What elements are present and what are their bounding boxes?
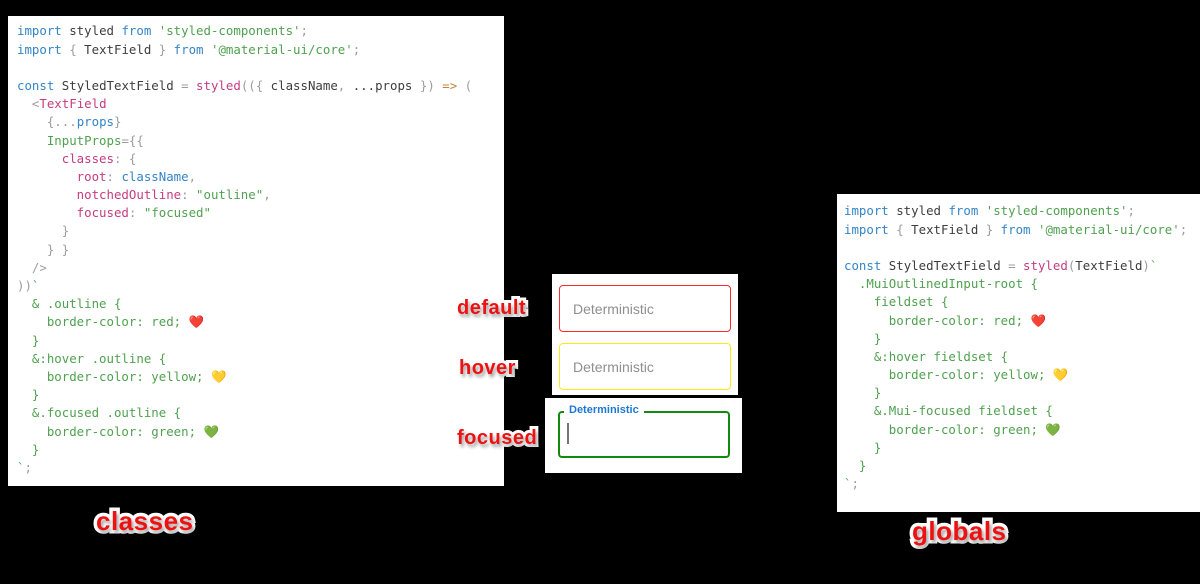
code-line: ))` <box>17 278 40 294</box>
code-line: root: className, <box>17 168 197 184</box>
annotation-default: default <box>454 294 529 322</box>
code-line: const StyledTextField = styled(({ classN… <box>17 77 473 93</box>
code-line: border-color: red; ❤️ <box>17 314 205 330</box>
code-line: border-color: green; 💚 <box>844 421 1061 437</box>
code-line: import styled from 'styled-components'; <box>844 203 1135 219</box>
code-line: &.focused .outline { <box>17 405 182 421</box>
code-line: import { TextField } from '@material-ui/… <box>844 221 1188 237</box>
textfield-hover-state[interactable] <box>559 343 731 390</box>
code-line <box>17 59 504 77</box>
code-line: classes: { <box>17 150 137 166</box>
code-line: &:hover .outline { <box>17 350 167 366</box>
textfield-default-state[interactable] <box>559 285 731 332</box>
code-panel-globals: import styled from 'styled-components'; i… <box>837 194 1200 513</box>
code-line: } <box>17 387 40 403</box>
code-line: focused: "focused" <box>17 205 211 221</box>
code-line: /> <box>17 259 47 275</box>
code-line: & .outline { <box>17 296 122 312</box>
code-line: `; <box>844 476 859 492</box>
code-line: } <box>17 223 70 239</box>
code-line: InputProps={{ <box>17 132 144 148</box>
code-line: border-color: yellow; 💛 <box>844 367 1069 383</box>
code-line: } <box>17 441 40 457</box>
code-line: .MuiOutlinedInput-root { <box>844 276 1038 292</box>
textfield-floating-label: Deterministic <box>564 404 644 417</box>
code-line: } <box>844 439 882 455</box>
annotation-hover: hover <box>456 354 518 382</box>
textfield-focused-state[interactable] <box>558 411 730 458</box>
code-line: <TextField <box>17 96 107 112</box>
code-line: fieldset { <box>844 294 949 310</box>
code-line: &:hover fieldset { <box>844 348 1009 364</box>
code-panel-classes: import styled from 'styled-components'; i… <box>8 16 504 487</box>
code-line: } } <box>17 241 70 257</box>
code-line <box>844 239 1200 257</box>
code-line: &.Mui-focused fieldset { <box>844 403 1053 419</box>
code-line: border-color: yellow; 💛 <box>17 368 227 384</box>
code-line: } <box>844 330 882 346</box>
code-line: } <box>17 332 40 348</box>
code-line: } <box>844 385 882 401</box>
code-line: border-color: green; 💚 <box>17 423 219 439</box>
text-caret <box>567 423 569 444</box>
caption-globals: globals <box>909 513 1010 550</box>
code-line: import styled from 'styled-components'; <box>17 23 308 39</box>
code-line: import { TextField } from '@material-ui/… <box>17 41 361 57</box>
code-line: `; <box>17 459 32 475</box>
code-line: const StyledTextField = styled(TextField… <box>844 257 1158 273</box>
annotation-focused: focused <box>454 424 540 452</box>
code-line: {...props} <box>17 114 122 130</box>
code-line: } <box>844 458 867 474</box>
caption-classes: classes <box>92 503 196 540</box>
code-line: notchedOutline: "outline", <box>17 187 271 203</box>
code-line: border-color: red; ❤️ <box>844 312 1046 328</box>
